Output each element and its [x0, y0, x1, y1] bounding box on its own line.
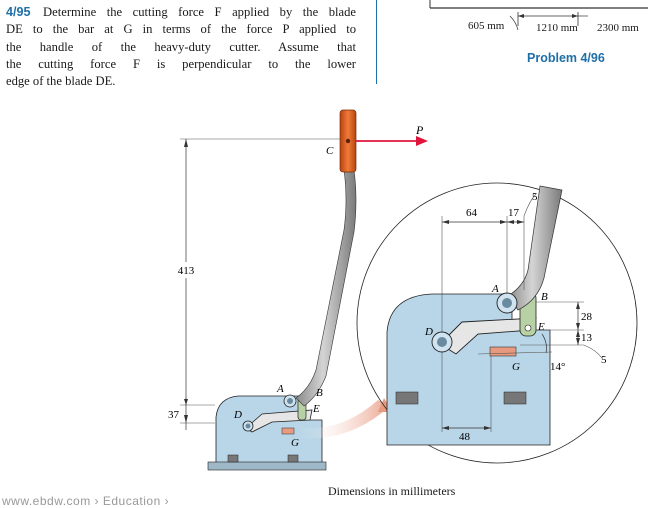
problem-statement: 4/95 Determine the cutting force F appli…: [6, 4, 356, 90]
problem-line-2: DE to the bar at G in terms of the force…: [6, 22, 356, 37]
label-e: E: [312, 403, 320, 415]
label-b: B: [316, 387, 323, 399]
blade-de: [245, 409, 313, 433]
problem-line-1: Determine the cutting force F applied by…: [43, 5, 356, 19]
detail-label-d: D: [424, 326, 433, 338]
problem-line-3: the handle of the heavy-duty cutter. Ass…: [6, 39, 356, 54]
column-divider: [376, 0, 377, 84]
watermark: www.ebdw.com › Education ›: [2, 494, 170, 508]
problem-line-4: the cutting force F is perpendicular to …: [6, 56, 356, 71]
previous-problem-label: Problem 4/96: [527, 51, 605, 65]
dim-28-label: 28: [581, 311, 593, 323]
detail-circle: [356, 182, 638, 464]
detail-handle: [507, 185, 563, 311]
problem-line-5: edge of the blade DE.: [6, 74, 116, 89]
dim-413-label: 413: [178, 265, 195, 277]
cutter-figure: 413 37 P C A B E D G: [168, 109, 638, 471]
detail-label-a: A: [491, 283, 499, 295]
detail-label-b: B: [541, 291, 548, 303]
dim-17-label: 17: [508, 207, 520, 219]
dim-13-label: 13: [581, 332, 593, 344]
bar-g: [281, 427, 295, 435]
dim-64-label: 64: [466, 207, 478, 219]
angle-14-label: 14°: [550, 361, 565, 373]
dimension-413: [172, 138, 340, 424]
label-d: D: [233, 409, 242, 421]
dimension-28-13: [520, 301, 584, 346]
label-p: P: [415, 123, 424, 137]
previous-problem-figure: [429, 0, 648, 31]
prev-dim-2300: 2300 mm: [597, 22, 639, 34]
cutter-handle: [295, 169, 357, 407]
cutter-base-plate: [207, 461, 327, 471]
figure-caption: Dimensions in millimeters: [328, 484, 456, 498]
zoom-indicator: [300, 400, 390, 439]
label-g: G: [291, 437, 299, 449]
prev-dim-605: 605 mm: [468, 20, 505, 32]
prev-dim-1210: 1210 mm: [536, 22, 578, 34]
dim-5-top-label: 5: [532, 191, 538, 203]
label-c: C: [326, 145, 334, 157]
dim-5-right-label: 5: [601, 354, 607, 366]
dimension-64-17: [441, 216, 525, 332]
detail-bar-g: [489, 346, 517, 357]
detail-label-e: E: [537, 321, 545, 333]
detail-label-g: G: [512, 361, 520, 373]
label-a: A: [276, 383, 284, 395]
problem-number: 4/95: [6, 5, 31, 19]
dimension-37: [180, 398, 215, 430]
dim-48-label: 48: [459, 431, 471, 443]
dim-37-label: 37: [168, 409, 180, 421]
dimension-48: [441, 352, 492, 432]
